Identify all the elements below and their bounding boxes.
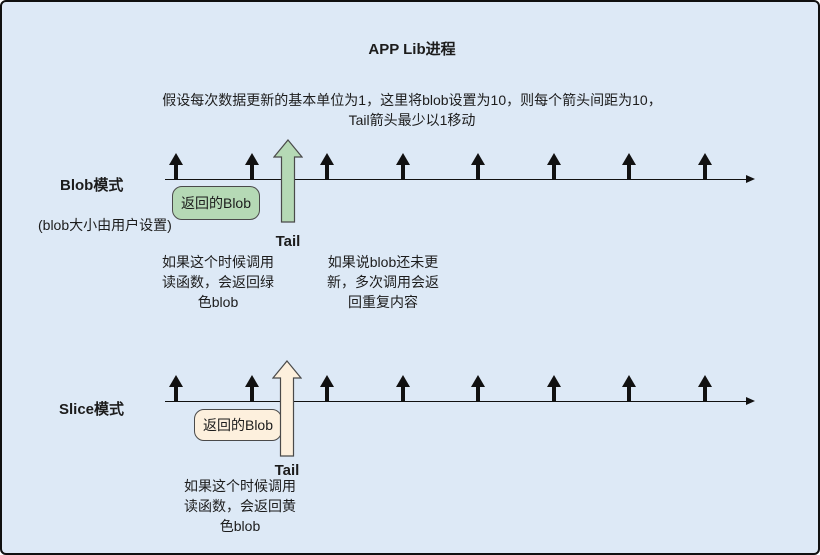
- diagram-title: APP Lib进程: [368, 41, 456, 58]
- blob-note-left: 如果这个时候调用 读函数，会返回绿 色blob: [162, 254, 274, 310]
- slice-timeline: [165, 396, 755, 407]
- timeline-up-arrow-icon: [697, 153, 712, 179]
- timeline-up-arrow-icon: [622, 375, 637, 401]
- timeline-up-arrow-icon: [697, 375, 712, 401]
- timeline-up-arrow-icon: [320, 153, 335, 179]
- returned-blob-green-label: 返回的Blob: [180, 195, 252, 211]
- subtitle-line-1: 假设每次数据更新的基本单位为1，这里将blob设置为10，则每个箭头间距为10，: [162, 92, 662, 108]
- timeline-up-arrow-icon: [471, 375, 486, 401]
- slice-note: 如果这个时候调用 读函数，会返回黄 色blob: [184, 478, 296, 534]
- timeline-up-arrow-icon: [320, 375, 335, 401]
- timeline-up-arrow-icon: [622, 153, 637, 179]
- returned-blob-box-green: 返回的Blob: [172, 186, 260, 220]
- timeline-up-arrow-icon: [244, 375, 259, 401]
- returned-blob-box-yellow: 返回的Blob: [194, 409, 282, 441]
- subtitle-line-2: Tail箭头最少以1移动: [348, 112, 476, 128]
- blob-note-right: 如果说blob还未更 新，多次调用会返 回重复内容: [327, 254, 439, 310]
- tail-arrow-yellow-shape: [272, 360, 302, 457]
- returned-blob-yellow-label: 返回的Blob: [202, 417, 274, 433]
- slice-tail-label: Tail: [274, 462, 300, 479]
- timeline-up-arrow-icon: [546, 153, 561, 179]
- timeline-up-arrow-icon: [395, 153, 410, 179]
- tail-arrow-green-icon: [273, 139, 303, 223]
- timeline-up-arrow-icon: [471, 153, 486, 179]
- blob-tail-label: Tail: [275, 233, 301, 250]
- slice-timeline-ticks: [169, 375, 759, 401]
- slice-mode-label: Slice模式: [59, 401, 125, 418]
- blob-timeline: [165, 174, 755, 185]
- blob-timeline-arrowhead-icon: [746, 174, 755, 183]
- tail-arrow-green-shape: [273, 139, 303, 223]
- timeline-up-arrow-icon: [244, 153, 259, 179]
- timeline-up-arrow-icon: [395, 375, 410, 401]
- diagram-subtitle: 假设每次数据更新的基本单位为1，这里将blob设置为10，则每个箭头间距为10，…: [2, 90, 818, 130]
- tail-arrow-yellow-icon: [272, 360, 302, 457]
- blob-size-sublabel: (blob大小由用户设置): [38, 217, 172, 233]
- timeline-up-arrow-icon: [169, 375, 183, 401]
- slice-timeline-line: [165, 400, 747, 402]
- timeline-up-arrow-icon: [546, 375, 561, 401]
- slice-timeline-arrowhead-icon: [746, 396, 755, 405]
- blob-timeline-line: [165, 178, 747, 180]
- blob-mode-label: Blob模式: [60, 177, 124, 194]
- timeline-up-arrow-icon: [169, 153, 183, 179]
- blob-timeline-ticks: [169, 153, 759, 179]
